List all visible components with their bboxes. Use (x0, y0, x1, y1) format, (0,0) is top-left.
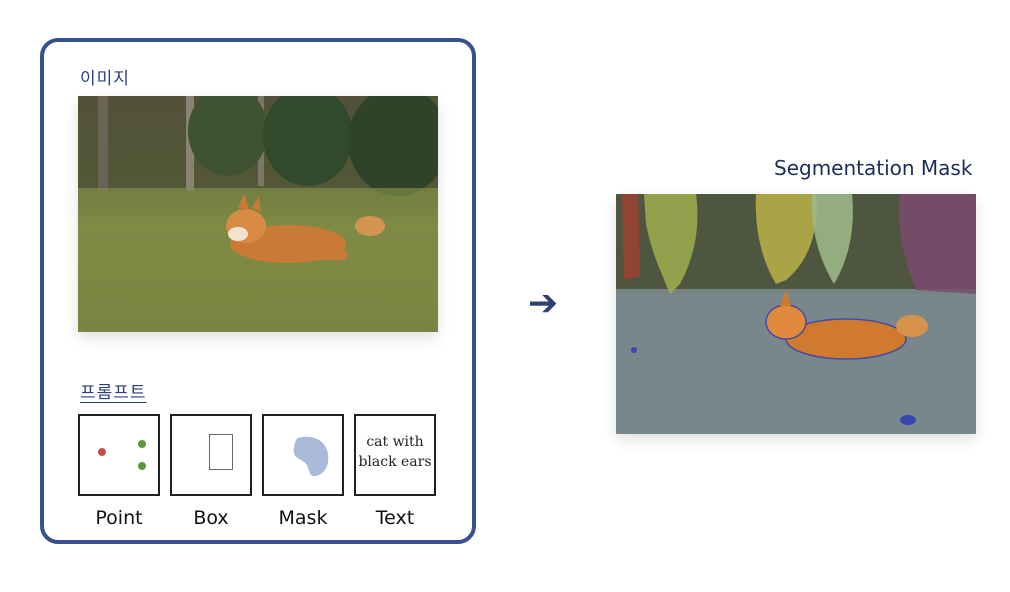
dog-photo-illustration (78, 96, 438, 332)
text-prompt-content: cat with black ears (358, 434, 432, 470)
segmentation-title: Segmentation Mask (774, 156, 973, 180)
box-caption: Box (193, 507, 229, 529)
text-prompt-box: cat with black ears (354, 414, 436, 496)
bounding-box-icon (209, 434, 233, 470)
image-section-label: 이미지 (80, 69, 130, 89)
input-dog-photo (78, 96, 438, 332)
mask-blob-icon (293, 436, 329, 476)
input-panel: 이미지 (40, 38, 476, 544)
segmentation-result-image (616, 194, 976, 434)
point-caption: Point (95, 507, 143, 529)
red-point-icon (98, 448, 106, 456)
mask-caption: Mask (278, 507, 328, 529)
right-arrow-icon: ➔ (528, 283, 559, 324)
box-prompt-box (170, 414, 252, 496)
segmentation-illustration (616, 194, 976, 434)
mask-prompt-box (262, 414, 344, 496)
point-prompt-box (78, 414, 160, 496)
green-point-icon (138, 440, 146, 448)
prompt-types: Point Box Mask cat with black ears Text (74, 414, 444, 529)
prompt-section-label: 프롬프트 (80, 383, 147, 403)
text-caption: Text (375, 507, 415, 529)
green-point-icon (138, 462, 146, 470)
